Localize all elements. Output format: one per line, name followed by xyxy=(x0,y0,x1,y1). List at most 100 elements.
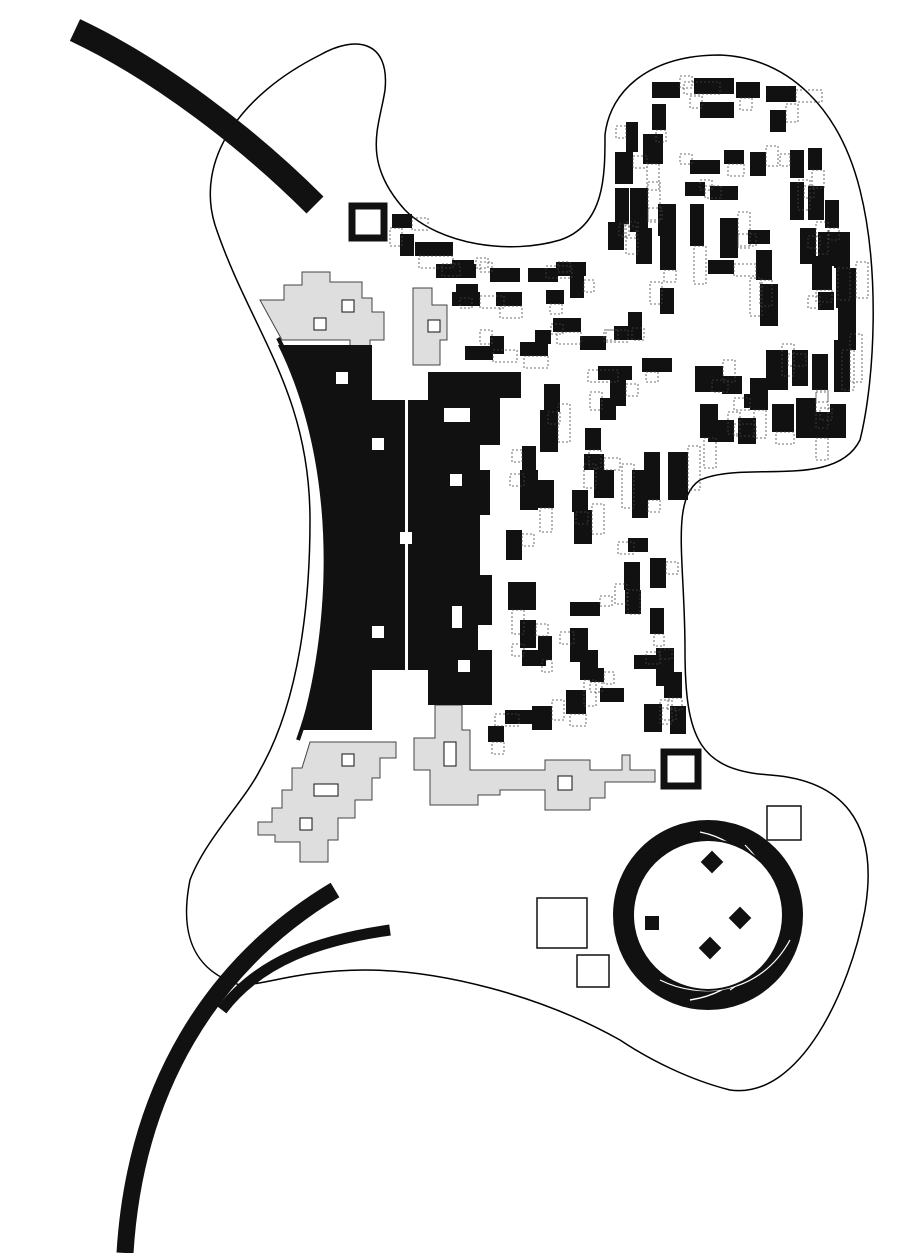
small-building-block xyxy=(544,384,560,412)
dashed-extension xyxy=(549,303,563,315)
hall-opening xyxy=(444,408,470,422)
dashed-extension xyxy=(841,349,855,391)
dashed-extension xyxy=(775,431,795,445)
courtyard-block-southwest xyxy=(257,741,397,863)
small-building-block xyxy=(838,306,856,350)
dashed-extension xyxy=(621,463,635,509)
dashed-extension xyxy=(547,411,561,425)
small-building-block xyxy=(508,582,536,610)
small-building-block xyxy=(415,242,453,256)
dashed-extension xyxy=(749,277,763,317)
small-building-block xyxy=(790,150,804,178)
dashed-extension xyxy=(737,211,751,249)
dashed-extension xyxy=(521,533,535,547)
small-building-block xyxy=(808,186,824,220)
dashed-extension xyxy=(591,503,605,535)
small-building-block xyxy=(796,398,816,438)
small-building-block xyxy=(490,336,504,354)
dashed-extension xyxy=(722,359,736,383)
dashed-extension xyxy=(711,379,729,393)
small-building-block xyxy=(818,292,834,310)
building-blocks xyxy=(389,75,869,755)
dashed-extension xyxy=(459,297,473,309)
dashed-extension xyxy=(631,327,645,341)
small-building-block xyxy=(570,276,584,298)
dashed-extension xyxy=(645,651,661,665)
small-building-block xyxy=(574,510,592,544)
hall-opening xyxy=(450,474,462,486)
dashed-extension xyxy=(704,185,722,199)
small-building-block xyxy=(694,78,734,94)
small-building-block xyxy=(644,704,662,732)
dashed-extension xyxy=(625,383,639,397)
dashed-extension xyxy=(614,583,628,605)
small-building-block xyxy=(748,230,770,244)
small-building-block xyxy=(630,188,648,232)
small-building-block xyxy=(685,182,705,196)
dashed-extension xyxy=(647,499,661,513)
courtyard-openings xyxy=(299,299,573,831)
small-building-block xyxy=(722,376,742,394)
small-building-block xyxy=(628,538,648,552)
small-building-block xyxy=(452,260,474,272)
dashed-extension xyxy=(587,369,619,383)
dashed-extension xyxy=(679,153,693,165)
dashed-extension xyxy=(815,391,829,429)
square-pavilion-east xyxy=(660,748,702,790)
small-building-block xyxy=(744,394,764,408)
dashed-extension xyxy=(699,179,713,191)
dashed-extension xyxy=(795,89,823,103)
round-pavilion xyxy=(613,820,803,1010)
dashed-extension xyxy=(583,279,595,293)
small-building-block xyxy=(670,706,686,734)
small-building-block xyxy=(650,608,664,634)
dashed-extension xyxy=(583,679,597,707)
dashed-extension xyxy=(687,445,701,491)
small-building-block xyxy=(532,706,552,730)
small-building-block xyxy=(490,268,520,282)
dashed-extension xyxy=(781,343,795,377)
courtyard-opening xyxy=(299,817,313,831)
dashed-extension xyxy=(494,713,520,727)
small-building-block xyxy=(652,82,680,98)
small-building-block xyxy=(625,590,641,614)
small-building-block xyxy=(522,446,536,472)
small-building-block xyxy=(652,104,666,130)
courtyard-opening xyxy=(557,775,573,791)
small-building-block xyxy=(644,452,660,500)
road-curve-north xyxy=(69,19,324,214)
dashed-extension xyxy=(645,371,659,383)
dashed-extension xyxy=(779,153,791,167)
small-building-block xyxy=(506,530,522,560)
courtyard-opening xyxy=(341,299,355,313)
small-building-block xyxy=(825,200,839,228)
dashed-extension xyxy=(539,507,553,533)
dashed-extension xyxy=(492,349,518,363)
dashed-extension xyxy=(765,145,779,167)
dashed-extension xyxy=(807,235,821,249)
small-building-block xyxy=(614,326,642,340)
dashed-extension xyxy=(588,449,602,469)
small-building-block xyxy=(738,418,756,444)
road-curve-south-outer xyxy=(116,882,340,1253)
dashed-extension xyxy=(733,263,757,277)
hall-opening xyxy=(336,372,348,384)
dashed-extension xyxy=(479,261,493,273)
small-building-block xyxy=(538,636,552,660)
courtyard-opening xyxy=(341,753,355,767)
small-building-block xyxy=(812,412,830,438)
small-building-block xyxy=(830,404,846,438)
small-building-block xyxy=(520,342,548,356)
small-building-block xyxy=(736,82,760,98)
small-building-block xyxy=(465,346,493,360)
small-building-block xyxy=(520,470,538,510)
square-pavilion-large xyxy=(536,897,588,949)
dashed-extension xyxy=(815,437,829,461)
dashed-extension xyxy=(665,561,679,575)
dashed-extension xyxy=(837,267,851,301)
small-building-block xyxy=(580,336,606,350)
small-building-block xyxy=(695,366,723,392)
dashed-extension xyxy=(647,181,661,223)
small-building-block xyxy=(812,256,832,290)
small-building-block xyxy=(585,428,601,450)
